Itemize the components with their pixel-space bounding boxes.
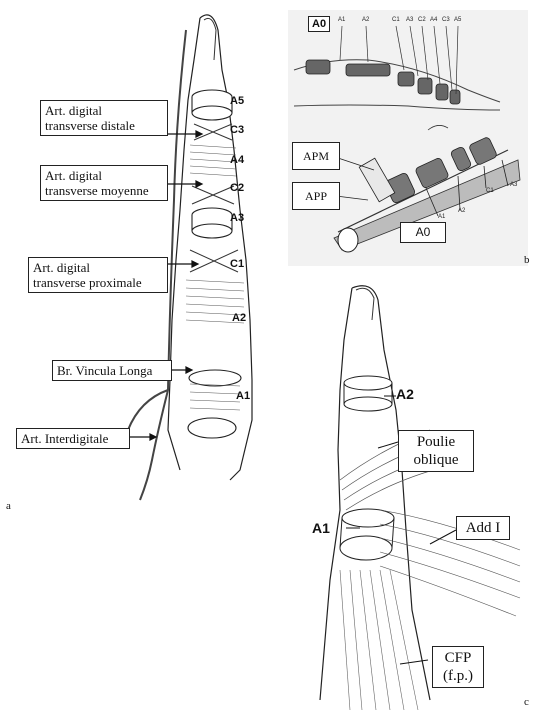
pulley-label-a4: A4 (230, 154, 244, 166)
label-art-digital-transverse-proximale: Art. digital transverse proximale (28, 257, 168, 293)
pulley-label-b-bottom-a2: A2 (458, 208, 465, 214)
panel-b: A0 A1 A2 C1 A3 C2 A4 C3 A5 APM APP A0 A1… (288, 10, 528, 266)
label-b-a0-top: A0 (308, 16, 330, 32)
label-b-apm: APM (292, 142, 340, 170)
pulley-label-c-a2: A2 (396, 386, 414, 402)
pulley-label-a5: A5 (230, 95, 244, 107)
figure-letter-b: b (524, 254, 530, 266)
pulley-label-c1: C1 (230, 258, 244, 270)
pulley-label-c-a1: A1 (312, 520, 330, 536)
pulley-label-b-bottom-a3: A3 (510, 182, 517, 188)
pulley-label-c3: C3 (230, 124, 244, 136)
figure-letter-c: c (524, 696, 529, 708)
label-poulie-oblique: Poulie oblique (398, 430, 474, 472)
pulley-label-b-a3: A3 (406, 17, 413, 23)
pulley-label-b-a1: A1 (338, 17, 345, 23)
pulley-label-b-a5: A5 (454, 17, 461, 23)
thumb-pulley-drawing-c (280, 280, 534, 712)
pulley-label-c2: C2 (230, 182, 244, 194)
panel-a: Art. digital transverse distale Art. dig… (0, 0, 280, 520)
pulley-label-b-a2: A2 (362, 17, 369, 23)
pulley-label-b-a4: A4 (430, 17, 437, 23)
pulley-label-b-c1: C1 (392, 17, 400, 23)
label-art-interdigitale: Art. Interdigitale (16, 428, 130, 449)
label-art-digital-transverse-moyenne: Art. digital transverse moyenne (40, 165, 168, 201)
pulley-label-b-bottom-a1: A1 (438, 214, 445, 220)
label-br-vincula-longa: Br. Vincula Longa (52, 360, 172, 381)
pulley-label-a2: A2 (232, 312, 246, 324)
label-b-app: APP (292, 182, 340, 210)
pulley-label-b-c2: C2 (418, 17, 426, 23)
label-art-digital-transverse-distale: Art. digital transverse distale (40, 100, 168, 136)
figure-letter-a: a (6, 500, 11, 512)
panel-c: A2 A1 Poulie oblique Add I CFP (f.p.) c (280, 280, 534, 712)
pulley-label-b-c3: C3 (442, 17, 450, 23)
label-cfp: CFP (f.p.) (432, 646, 484, 688)
pulley-label-b-bottom-c1: C1 (486, 188, 494, 194)
pulley-label-a1: A1 (236, 390, 250, 402)
label-add-i: Add I (456, 516, 510, 540)
pulley-label-a3: A3 (230, 212, 244, 224)
label-b-a0-bottom: A0 (400, 222, 446, 243)
